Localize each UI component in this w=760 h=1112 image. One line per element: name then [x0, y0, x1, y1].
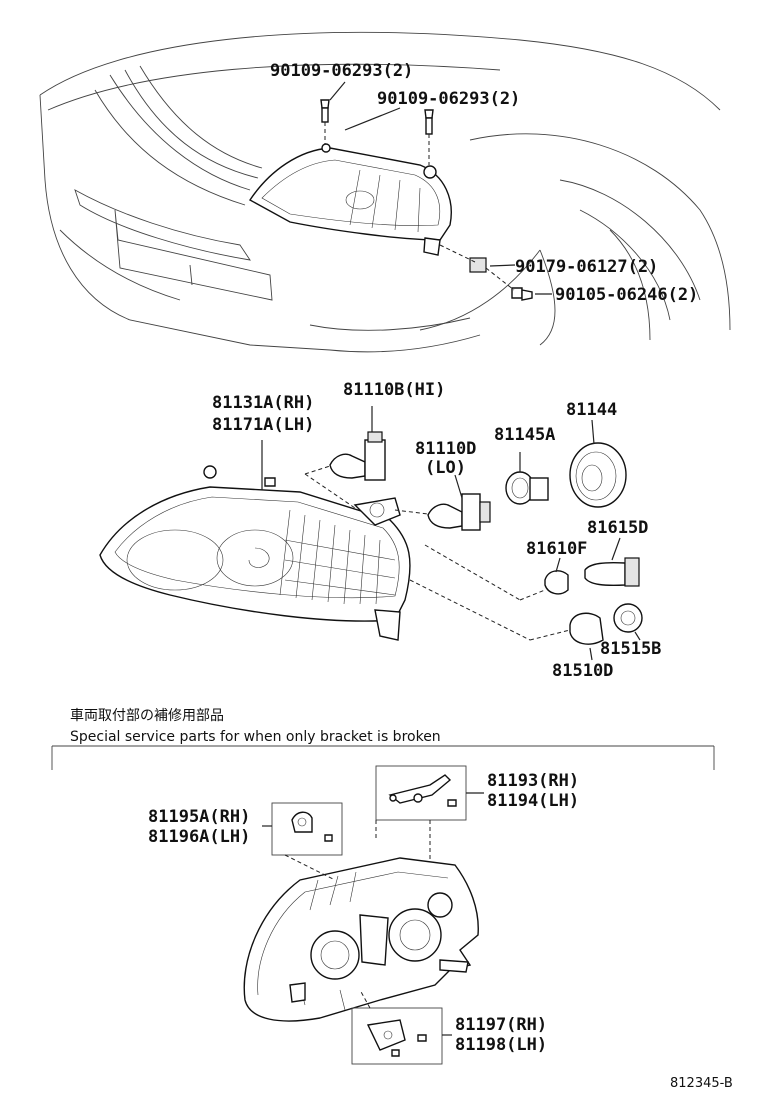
label-bracket-bottom-rh: 81197(RH): [455, 1015, 547, 1035]
headlamp-exploded-view: [99, 406, 643, 661]
figure-reference: 812345-B: [670, 1076, 733, 1091]
label-screw-a: 90109-06293(2): [270, 61, 413, 81]
bracket-bottom-box: [351, 989, 452, 1065]
label-screw-b: 90109-06293(2): [377, 89, 520, 109]
service-bracket-frame: [51, 745, 715, 770]
car-front-view: [39, 31, 731, 353]
label-bulb-lo-tag: (LO): [425, 458, 466, 478]
label-bracket-left-lh: 81196A(LH): [148, 827, 250, 847]
label-side-bulb: 81610F: [526, 539, 587, 559]
label-bracket-left-rh: 81195A(RH): [148, 807, 250, 827]
label-bracket-bottom-lh: 81198(LH): [455, 1035, 547, 1055]
label-unit-rh: 81131A(RH): [212, 393, 314, 413]
bracket-top-box: [375, 765, 484, 860]
label-cover: 81144: [566, 400, 617, 420]
label-bolt: 90105-06246(2): [555, 285, 698, 305]
label-unit-lh: 81171A(LH): [212, 415, 314, 435]
label-turn-socket: 81515B: [600, 639, 661, 659]
headlamp-rear-view: [243, 857, 479, 1022]
label-bulb-hi: 81110B(HI): [343, 380, 445, 400]
bracket-left-box: [262, 802, 343, 881]
label-nut: 90179-06127(2): [515, 257, 658, 277]
label-turn-bulb: 81510D: [552, 661, 613, 681]
label-bracket-top-lh: 81194(LH): [487, 791, 579, 811]
label-bulb-lo-number: 81110D: [415, 439, 476, 459]
service-title-jp: 車両取付部の補修用部品: [70, 707, 224, 724]
service-title-en: Special service parts for when only brac…: [70, 729, 441, 745]
label-clearance-bulb: 81615D: [587, 518, 648, 538]
label-socket: 81145A: [494, 425, 555, 445]
label-bracket-top-rh: 81193(RH): [487, 771, 579, 791]
